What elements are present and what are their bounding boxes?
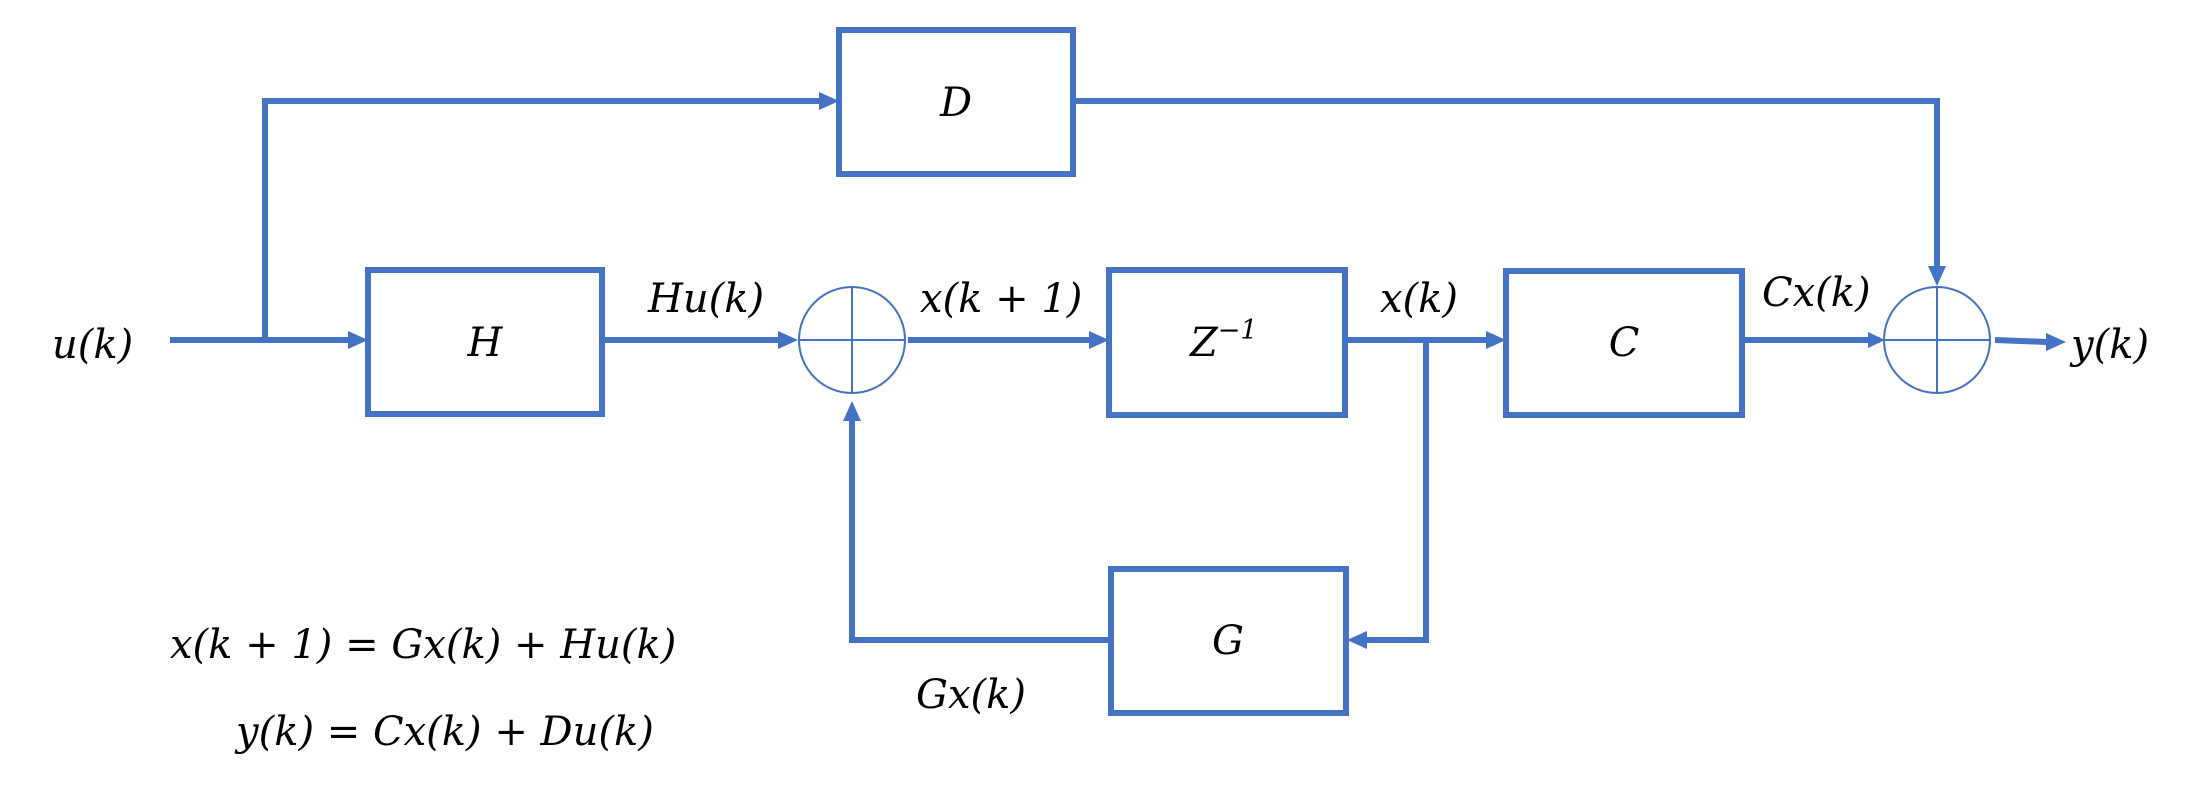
wire-feedforward-to-d — [262, 98, 826, 340]
signal-wires — [170, 98, 2048, 643]
signal-gx-label: Gx(k) — [916, 672, 1026, 718]
block-delay-label: Z−1 — [1188, 315, 1258, 366]
block-h: H — [365, 267, 605, 417]
summing-junction-state — [798, 286, 906, 394]
arrow-into-c — [1486, 331, 1506, 349]
block-g-box — [1108, 566, 1349, 716]
block-d-label: D — [939, 80, 972, 126]
arrow-into-output-sum-from-d — [1928, 266, 1946, 286]
wire-d-to-output-sum — [1073, 98, 1940, 272]
wire-state-to-g — [1360, 340, 1429, 643]
state-equation: x(k + 1) = Gx(k) + Hu(k) — [170, 622, 676, 668]
arrow-into-h — [348, 331, 368, 349]
block-delay-exponent: −1 — [1218, 315, 1258, 346]
block-delay-base: Z — [1188, 320, 1219, 366]
signal-hu-label: Hu(k) — [647, 276, 764, 322]
block-c: C — [1503, 268, 1745, 418]
signal-cx-label: Cx(k) — [1762, 270, 1871, 316]
arrow-into-d — [819, 92, 839, 110]
block-c-box — [1503, 268, 1745, 418]
arrow-into-delay — [1089, 331, 1109, 349]
block-d-box — [836, 27, 1076, 177]
block-g: G — [1108, 566, 1349, 716]
arrow-into-g — [1347, 631, 1367, 649]
state-space-equations: x(k + 1) = Gx(k) + Hu(k) y(k) = Cx(k) + … — [170, 622, 676, 755]
block-delay-box — [1106, 267, 1348, 418]
arrow-into-sum-from-h — [778, 331, 798, 349]
signal-xk-label: x(k) — [1380, 276, 1458, 322]
signal-xk1-label: x(k + 1) — [920, 276, 1082, 322]
arrow-output — [2046, 333, 2066, 351]
block-d: D — [836, 27, 1076, 177]
block-delay: Z−1 — [1106, 267, 1348, 418]
block-c-label: C — [1609, 320, 1640, 366]
signal-labels: u(k) Hu(k) x(k + 1) x(k) Cx(k) y(k) Gx(k… — [52, 270, 2149, 718]
wire-g-to-sum — [849, 413, 1111, 643]
arrowheads — [348, 92, 2066, 649]
block-h-box — [365, 267, 605, 417]
summing-junction-output — [1883, 286, 1991, 394]
block-g-label: G — [1212, 618, 1244, 664]
block-h-label: H — [467, 320, 504, 366]
wire-output — [1994, 337, 2048, 345]
signal-input-label: u(k) — [52, 322, 133, 368]
signal-output-label: y(k) — [2069, 322, 2149, 368]
output-equation: y(k) = Cx(k) + Du(k) — [234, 709, 654, 755]
arrow-into-sum-from-g — [843, 401, 861, 421]
arrow-into-output-sum-from-c — [1868, 332, 1885, 348]
